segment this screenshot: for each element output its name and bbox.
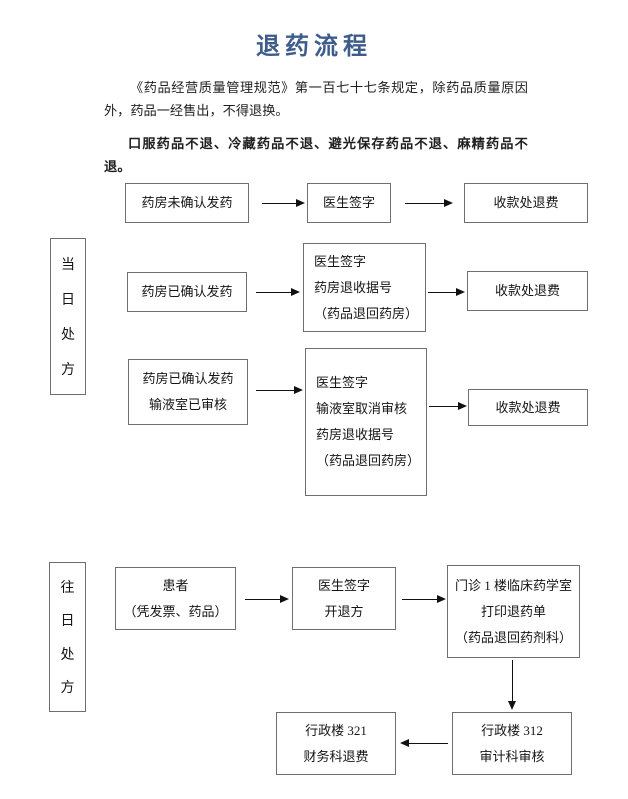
box-line: 药房未确认发药 — [141, 195, 233, 210]
flow-box-pharmacy-not-confirmed[interactable]: 药房未确认发药 — [125, 183, 249, 223]
flow-box-clinical-pharmacy-office[interactable]: 门诊 1 楼临床药学室 打印退药单 （药品退回药剂科） — [447, 565, 580, 658]
box-line: （药品退回药剂科） — [454, 629, 572, 645]
flow-box-doctor-sign-receipt-return[interactable]: 医生签字 药房退收据号 （药品退回药房） — [303, 243, 426, 332]
arrow-right — [402, 595, 446, 604]
box-line: 药房退收据号 — [314, 279, 393, 295]
box-line: 收款处退费 — [494, 283, 560, 298]
intro-paragraph: 《药品经营质量管理规范》第一百七十七条规定，除药品质量原因外，药品一经售出，不得… — [104, 80, 528, 118]
arrow-right — [245, 595, 289, 604]
box-line: 开退方 — [324, 603, 364, 619]
box-line: 审计科审核 — [479, 748, 545, 764]
side-label-char: 处 — [60, 647, 75, 663]
flow-box-cashier-refund[interactable]: 收款处退费 — [467, 271, 588, 311]
box-line: 门诊 1 楼临床药学室 — [454, 577, 572, 593]
arrow-left — [400, 739, 448, 748]
box-line: 医生签字 — [322, 195, 375, 210]
box-line: 收款处退费 — [495, 399, 561, 415]
flow-box-doctor-sign-infusion-cancel[interactable]: 医生签字 输液室取消审核 药房退收据号 （药品退回药房） — [305, 348, 427, 496]
arrow-right — [256, 386, 303, 395]
box-line: 药房已确认发药 — [141, 284, 233, 299]
flow-box-cashier-refund[interactable]: 收款处退费 — [468, 389, 588, 426]
side-label-char: 往 — [60, 580, 75, 596]
flow-box-cashier-refund[interactable]: 收款处退费 — [464, 183, 588, 223]
box-line: 医生签字 — [314, 253, 367, 269]
flow-box-patient[interactable]: 患者 （凭发票、药品） — [115, 567, 236, 630]
box-line: 患者 — [162, 577, 189, 593]
flow-box-pharmacy-confirmed-infusion-checked[interactable]: 药房已确认发药 输液室已审核 — [128, 359, 248, 425]
side-label-char: 方 — [61, 363, 75, 378]
non-returnable-notice: 口服药品不退、冷藏药品不退、避光保存药品不退、麻精药品不退。 — [104, 136, 528, 174]
flow-box-doctor-signature[interactable]: 医生签字 — [307, 183, 391, 223]
arrow-right — [256, 288, 300, 297]
side-label-char: 当 — [61, 258, 75, 273]
arrow-right — [428, 288, 465, 297]
side-label-char: 处 — [61, 328, 75, 343]
box-line: 输液室取消审核 — [316, 401, 408, 416]
flow-box-audit-review[interactable]: 行政楼 312 审计科审核 — [452, 712, 572, 775]
arrow-down — [508, 660, 517, 710]
side-label-same-day-prescription: 当 日 处 方 — [50, 238, 86, 395]
flow-box-finance-refund[interactable]: 行政楼 321 财务科退费 — [276, 712, 396, 775]
box-line: 财务科退费 — [303, 748, 369, 764]
side-label-char: 日 — [61, 293, 75, 308]
box-line: （凭发票、药品） — [123, 603, 228, 619]
box-line: （药品退回药房） — [316, 453, 421, 468]
box-line: （药品退回药房） — [314, 305, 419, 321]
box-line: 输液室已审核 — [148, 397, 227, 412]
box-line: 收款处退费 — [493, 195, 559, 210]
box-line: 医生签字 — [316, 375, 369, 390]
arrow-right — [262, 199, 305, 208]
flow-box-pharmacy-confirmed[interactable]: 药房已确认发药 — [127, 272, 247, 312]
page-title: 退药流程 — [256, 32, 372, 60]
arrow-right — [429, 402, 467, 411]
box-line: 行政楼 312 — [481, 722, 543, 738]
box-line: 药房已确认发药 — [142, 371, 234, 386]
box-line: 医生签字 — [317, 577, 370, 593]
box-line: 打印退药单 — [480, 603, 546, 619]
flow-box-doctor-sign-return-rx[interactable]: 医生签字 开退方 — [292, 567, 396, 630]
side-label-previous-day-prescription: 往 日 处 方 — [49, 562, 86, 712]
side-label-char: 方 — [60, 681, 75, 697]
box-line: 药房退收据号 — [316, 427, 395, 442]
box-line: 行政楼 321 — [305, 722, 367, 738]
arrow-right — [405, 199, 453, 208]
side-label-char: 日 — [60, 614, 75, 630]
